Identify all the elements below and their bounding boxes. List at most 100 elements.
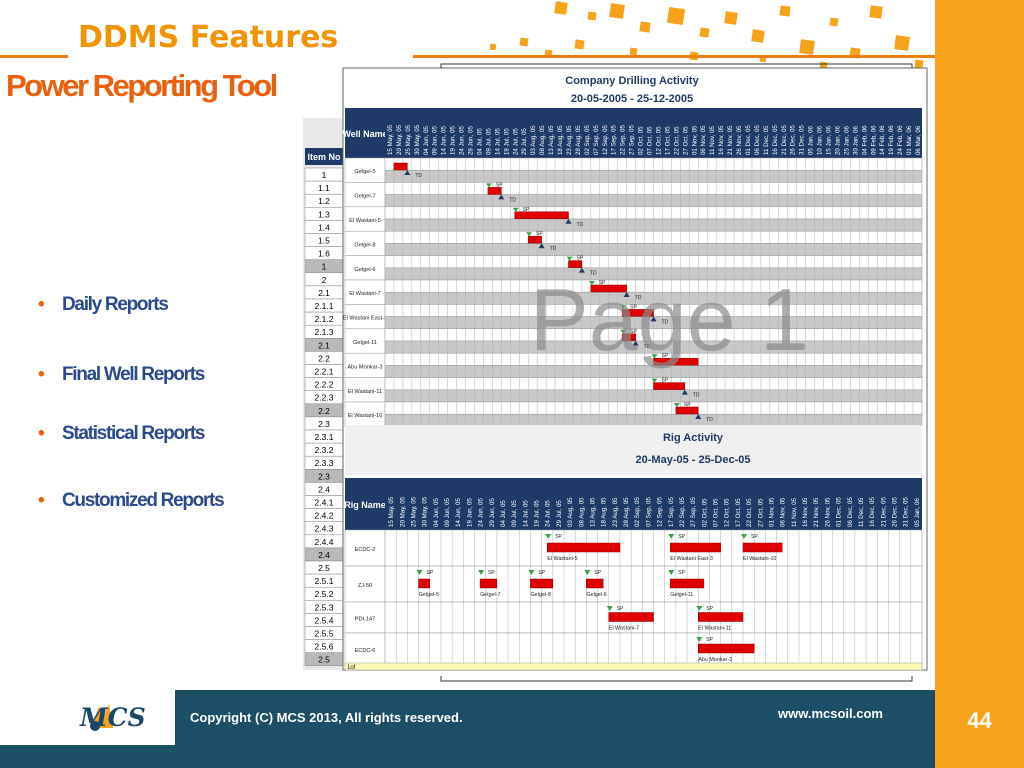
date-label: 09 Feb, 06 (870, 125, 877, 155)
rig-bar (670, 578, 705, 589)
item-number: 2.4.1 (315, 498, 334, 508)
date-label: 06 Mar, 06 (915, 125, 922, 155)
date-label: 25 Jan, 06 (843, 126, 850, 155)
decorative-square (609, 3, 625, 19)
spud-marker (416, 570, 423, 575)
td-label: TD (509, 197, 516, 203)
date-label: 30 May, 05 (414, 124, 421, 155)
date-label: 30 May, 05 (422, 496, 429, 527)
sp-label: SP (576, 256, 583, 262)
date-label: 22 Sep, 05 (620, 125, 627, 155)
date-label: 12 Oct, 05 (655, 126, 662, 155)
bullet-item: •Customized Reports (38, 490, 225, 512)
td-label: TD (662, 319, 669, 325)
date-label: 24 Jun, 05 (459, 126, 466, 155)
date-label: 04 Jul, 05 (500, 500, 507, 527)
date-label: 11 Nov, 05 (709, 125, 716, 155)
item-number: 2.5 (318, 563, 330, 573)
name-cell (344, 632, 386, 666)
rig-title-band (345, 425, 922, 475)
sp-label: SP (678, 570, 685, 576)
date-label: 17 Sep, 05 (611, 125, 618, 155)
date-label: 07 Oct, 05 (647, 126, 654, 155)
td-marker (623, 292, 630, 297)
decorative-square (724, 11, 738, 25)
td-label: TD (576, 222, 583, 228)
item-number: 2.5.1 (315, 576, 334, 586)
date-label: 15 Jan, 06 (826, 126, 833, 155)
td-marker (538, 243, 545, 249)
item-number: 1 (322, 170, 327, 180)
rig-bar (698, 612, 744, 622)
date-label: 12 Sep, 05 (657, 497, 664, 527)
sp-label: SP (599, 280, 606, 286)
sp-label: SP (684, 402, 691, 408)
date-label: 11 Dec, 05 (858, 497, 865, 527)
drilling-bar (590, 284, 627, 293)
date-label: 07 Oct, 05 (713, 498, 720, 527)
item-number: 2.4 (318, 550, 330, 560)
sp-label: SP (630, 329, 637, 335)
row-name: Abu Monkar-3 (347, 364, 382, 370)
orange-side-bar (935, 0, 1024, 768)
name-cell (344, 230, 386, 256)
decorative-square (574, 39, 585, 50)
date-label: 19 Jun, 05 (466, 498, 473, 527)
date-label: 25 May, 05 (405, 124, 412, 155)
row-name: PDI-147 (355, 617, 376, 623)
date-label: 29 Jul, 05 (556, 500, 563, 527)
rig-bar-label: El Wastani-11 (698, 626, 731, 632)
date-header-bg (385, 478, 922, 530)
date-label: 02 Oct, 05 (638, 126, 645, 155)
drilling-bar (393, 162, 408, 171)
sp-label: SP (555, 534, 562, 540)
date-label: 26 Dec, 05 (790, 125, 797, 155)
decorative-square (914, 59, 924, 69)
item-header: Item No (307, 152, 341, 162)
date-label: 15 May, 05 (388, 496, 395, 527)
date-label: 29 Jun, 05 (489, 498, 496, 527)
date-label: 17 Oct, 05 (664, 126, 671, 155)
item-number: 2.3 (318, 419, 330, 429)
sp-label: SP (496, 182, 503, 188)
row-name: ECDC-2 (355, 547, 376, 553)
date-label: 28 Aug, 05 (623, 497, 630, 527)
date-label: 10 Jan, 06 (817, 126, 824, 155)
date-label: 25 May, 05 (410, 496, 417, 527)
td-marker (632, 340, 639, 346)
rig-bar-label: El Wastani-5 (547, 556, 577, 562)
item-header-cell (305, 148, 343, 165)
watermark-text: Page 1 (530, 270, 809, 369)
td-marker (404, 170, 411, 175)
drilling-bar (487, 187, 502, 195)
bullet-text: Statistical Reports (62, 423, 205, 444)
drilling-range: 20-05-2005 - 25-12-2005 (571, 93, 693, 105)
row-name: Gelgel-11 (353, 340, 377, 346)
row-name: El Wastani-11 (348, 389, 382, 395)
item-number: 1.3 (318, 209, 330, 219)
date-label: 16 Nov, 05 (718, 125, 725, 155)
row-name: ECDC-6 (355, 648, 376, 654)
website-link[interactable]: www.mcsoil.com (778, 706, 883, 721)
date-label: 16 Nov, 05 (802, 497, 809, 527)
rig-bar-label: Abu Monkar-3 (698, 657, 732, 663)
date-label: 14 Jul, 05 (494, 128, 501, 155)
date-label: 17 Sep, 05 (668, 497, 675, 527)
decorative-square (779, 5, 791, 17)
sp-label: SP (706, 637, 713, 643)
date-label: 05 Jan, 06 (808, 126, 815, 155)
decorative-square (751, 29, 765, 43)
row-name: El Wastani East-3 (343, 316, 387, 322)
rig-bar (608, 612, 654, 622)
drilling-bar (675, 406, 699, 415)
sp-label: SP (617, 606, 624, 612)
date-label: 14 Jun, 05 (441, 126, 448, 155)
td-label: TD (415, 173, 422, 179)
name-cell (344, 529, 386, 567)
drilling-bar (653, 382, 686, 390)
spud-marker (668, 534, 675, 539)
date-label: 05 Jan, 06 (914, 498, 921, 527)
date-label: 13 Aug, 05 (548, 125, 555, 155)
sp-label: SP (662, 378, 669, 384)
row-name: El Wastani-5 (349, 218, 381, 224)
